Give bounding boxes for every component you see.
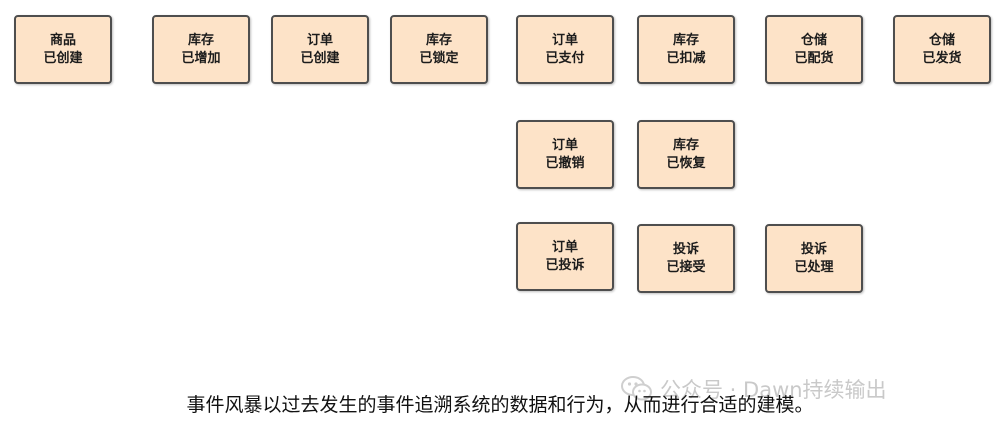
event-card-product-created: 商品 已创建 — [14, 15, 112, 84]
event-card-inventory-locked: 库存 已锁定 — [390, 15, 488, 84]
event-card-complaint-accepted: 投诉 已接受 — [637, 224, 735, 293]
event-card-line2: 已投诉 — [545, 257, 585, 273]
event-card-line1: 库存 — [672, 137, 699, 153]
event-card-line1: 库存 — [187, 32, 214, 48]
event-card-order-created: 订单 已创建 — [271, 15, 369, 84]
event-card-line2: 已接受 — [666, 259, 706, 275]
event-card-warehouse-shipped: 仓储 已发货 — [893, 15, 991, 84]
event-card-line2: 已锁定 — [419, 50, 459, 66]
event-card-line1: 投诉 — [800, 241, 827, 257]
event-card-line1: 投诉 — [672, 241, 699, 257]
event-card-line1: 仓储 — [800, 32, 827, 48]
event-card-line2: 已支付 — [545, 50, 585, 66]
event-card-complaint-handled: 投诉 已处理 — [765, 224, 863, 293]
event-card-line1: 订单 — [551, 32, 578, 48]
diagram-caption: 事件风暴以过去发生的事件追溯系统的数据和行为，从而进行合适的建模。 — [186, 394, 814, 416]
event-card-line2: 已处理 — [794, 259, 834, 275]
event-card-line2: 已撤销 — [545, 155, 585, 171]
event-card-line2: 已创建 — [43, 50, 83, 66]
event-card-line2: 已发货 — [922, 50, 962, 66]
event-card-line1: 库存 — [672, 32, 699, 48]
event-card-order-paid: 订单 已支付 — [516, 15, 614, 84]
event-card-line2: 已增加 — [181, 50, 221, 66]
event-card-line1: 订单 — [551, 239, 578, 255]
event-card-line2: 已恢复 — [666, 155, 706, 171]
event-card-inventory-deducted: 库存 已扣减 — [637, 15, 735, 84]
event-card-warehouse-picked: 仓储 已配货 — [765, 15, 863, 84]
event-card-line1: 订单 — [306, 32, 333, 48]
event-card-order-complained: 订单 已投诉 — [516, 222, 614, 291]
event-card-inventory-restored: 库存 已恢复 — [637, 120, 735, 189]
event-card-line1: 订单 — [551, 137, 578, 153]
event-card-line2: 已扣减 — [666, 50, 706, 66]
event-card-line1: 商品 — [49, 32, 76, 48]
event-card-line1: 仓储 — [928, 32, 955, 48]
event-card-inventory-increased: 库存 已增加 — [152, 15, 250, 84]
event-card-order-cancelled: 订单 已撤销 — [516, 120, 614, 189]
event-card-line2: 已创建 — [300, 50, 340, 66]
event-card-line2: 已配货 — [794, 50, 834, 66]
event-card-line1: 库存 — [425, 32, 452, 48]
